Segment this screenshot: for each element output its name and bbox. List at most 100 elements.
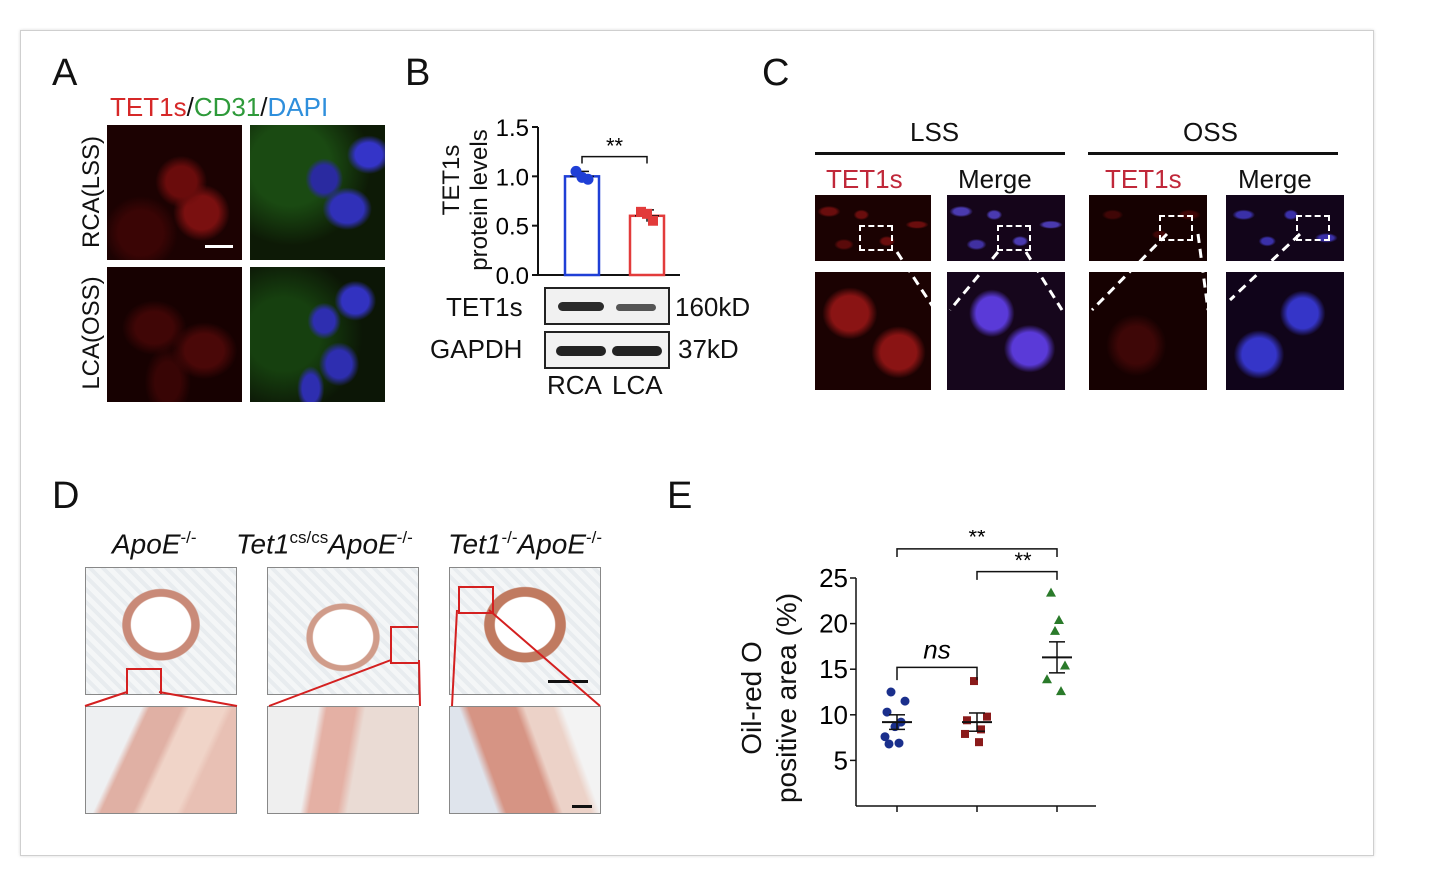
micrograph-oss-tet1s-small — [1089, 195, 1207, 261]
data-point — [1042, 674, 1052, 684]
zoom-box — [1159, 215, 1193, 241]
micrograph-oss-merge-zoom — [1226, 272, 1344, 390]
data-point — [963, 716, 971, 725]
micrograph-lss-tet1s-zoom — [815, 272, 931, 390]
y-tick-label: 0.0 — [496, 263, 529, 290]
data-point — [880, 732, 890, 742]
panel-e-ylabel-line1: Oil-red O — [736, 641, 767, 755]
group-line-oss — [1088, 152, 1338, 155]
histology-tet1ko-apoe-zoom — [449, 706, 601, 814]
y-tick-label: 25 — [819, 563, 848, 593]
blot-size-tet1s: 160kD — [675, 292, 751, 322]
blot-tet1s — [544, 287, 670, 325]
row-label-lca: LCA(OSS) — [78, 276, 105, 390]
blot-label-tet1s: TET1s — [446, 292, 523, 322]
genotype-label-2: Tet1-/-ApoE-/- — [448, 528, 602, 560]
zoom-box — [458, 586, 494, 614]
panel-b-ylabel-line1: TET1s — [438, 144, 465, 216]
genotype-part: -/- — [586, 528, 603, 547]
title-part-slash-2: / — [260, 92, 268, 122]
y-tick-label: 20 — [819, 609, 848, 639]
title-part-tet1s: TET1s — [110, 92, 187, 122]
significance-label: ** — [1014, 548, 1032, 573]
bar-RCA — [563, 175, 601, 277]
data-point — [977, 725, 985, 734]
genotype-part: ApoE — [517, 528, 587, 560]
data-point — [576, 171, 588, 183]
histology-apoe — [85, 567, 237, 695]
y-tick-label: 1.0 — [496, 164, 529, 191]
panel-a-title: TET1s/CD31/DAPI — [110, 92, 328, 123]
significance-bracket — [976, 570, 1058, 580]
data-point — [648, 215, 658, 226]
zoom-box — [1296, 215, 1330, 241]
panel-d-zoom-lines — [84, 609, 601, 707]
y-tick-label: 0.5 — [496, 214, 529, 241]
col-label-oss-merge: Merge — [1238, 164, 1312, 194]
histology-tet1cs-apoe-zoom — [267, 706, 419, 814]
histology-apoe-zoom — [85, 706, 237, 814]
row-label-rca: RCA(LSS) — [78, 135, 105, 249]
panel-a-letter: A — [52, 52, 78, 94]
blot-label-gapdh: GAPDH — [430, 334, 523, 364]
significance-bracket — [896, 548, 1058, 558]
lane-label-rca: RCA — [547, 370, 602, 400]
micrograph-lss-merge-small — [947, 195, 1065, 261]
panel-c-zoom-lines — [895, 232, 1302, 312]
significance-label: ** — [606, 134, 624, 159]
band-rca-gapdh — [556, 346, 606, 356]
significance-bracket — [581, 155, 648, 164]
histology-tet1cs-apoe — [267, 567, 419, 695]
data-point — [1060, 660, 1070, 670]
panel-d-letter: D — [52, 475, 80, 517]
significance-label-ns: ns — [923, 634, 950, 664]
scale-bar — [548, 680, 588, 683]
scale-bar — [572, 805, 592, 808]
genotype-part: cs/cs — [289, 528, 329, 547]
genotype-label-1: Tet1cs/csApoE-/- — [236, 528, 413, 560]
data-point — [894, 738, 904, 748]
col-label-lss-merge: Merge — [958, 164, 1032, 194]
band-lca-gapdh — [612, 346, 662, 356]
genotype-part: ApoE — [112, 528, 181, 560]
band-lca-tet1s — [616, 304, 656, 311]
zoom-box — [859, 225, 893, 251]
data-point — [636, 206, 646, 217]
genotype-part: -/- — [180, 528, 197, 547]
y-tick-label: 5 — [834, 745, 848, 775]
micrograph-rca-tet1s — [107, 125, 242, 260]
panel-e-ylabel-line2: positive area (%) — [771, 592, 802, 804]
figure-frame — [20, 30, 1374, 856]
title-part-dapi: DAPI — [267, 92, 329, 122]
group-label-lss: LSS — [910, 117, 960, 147]
blot-gapdh — [544, 331, 670, 369]
y-tick-label: 15 — [819, 654, 848, 684]
data-point — [961, 729, 969, 738]
panel-b-letter: B — [405, 52, 431, 94]
data-point — [975, 738, 983, 747]
title-part-slash-1: / — [186, 92, 194, 122]
data-point — [983, 712, 991, 721]
col-label-oss-tet1s: TET1s — [1105, 164, 1182, 194]
data-point — [1050, 625, 1060, 635]
scale-bar — [205, 245, 233, 248]
data-point — [1046, 587, 1056, 597]
data-point — [970, 677, 978, 686]
significance-bracket — [896, 666, 978, 681]
data-point — [1054, 614, 1064, 624]
y-tick-label: 1.5 — [496, 115, 529, 142]
histology-tet1ko-apoe — [449, 567, 601, 695]
micrograph-lca-merge — [250, 267, 385, 402]
data-point — [642, 208, 652, 219]
data-point — [886, 687, 896, 697]
title-part-cd31: CD31 — [193, 92, 261, 122]
genotype-part: ApoE — [328, 528, 397, 560]
zoom-box — [126, 668, 162, 694]
panel-e-letter: E — [667, 475, 693, 517]
group-label-oss: OSS — [1183, 117, 1238, 147]
significance-label: ** — [968, 530, 986, 549]
genotype-part: -/- — [396, 528, 413, 547]
bar-LCA — [628, 214, 666, 277]
band-rca-tet1s — [558, 302, 604, 311]
